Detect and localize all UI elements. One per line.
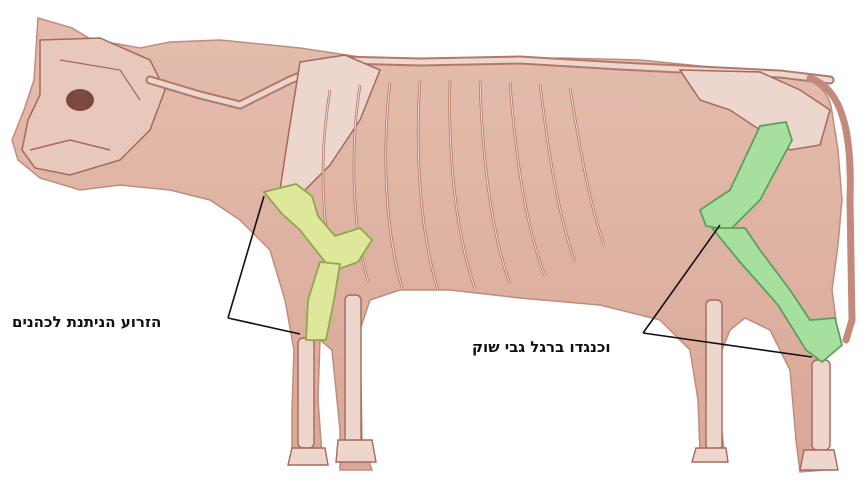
foreleg-label: הזרוע הניתנת לכהנים bbox=[12, 313, 161, 331]
hindleg-label: וכנגדו ברגל גבי שוק bbox=[472, 338, 611, 356]
